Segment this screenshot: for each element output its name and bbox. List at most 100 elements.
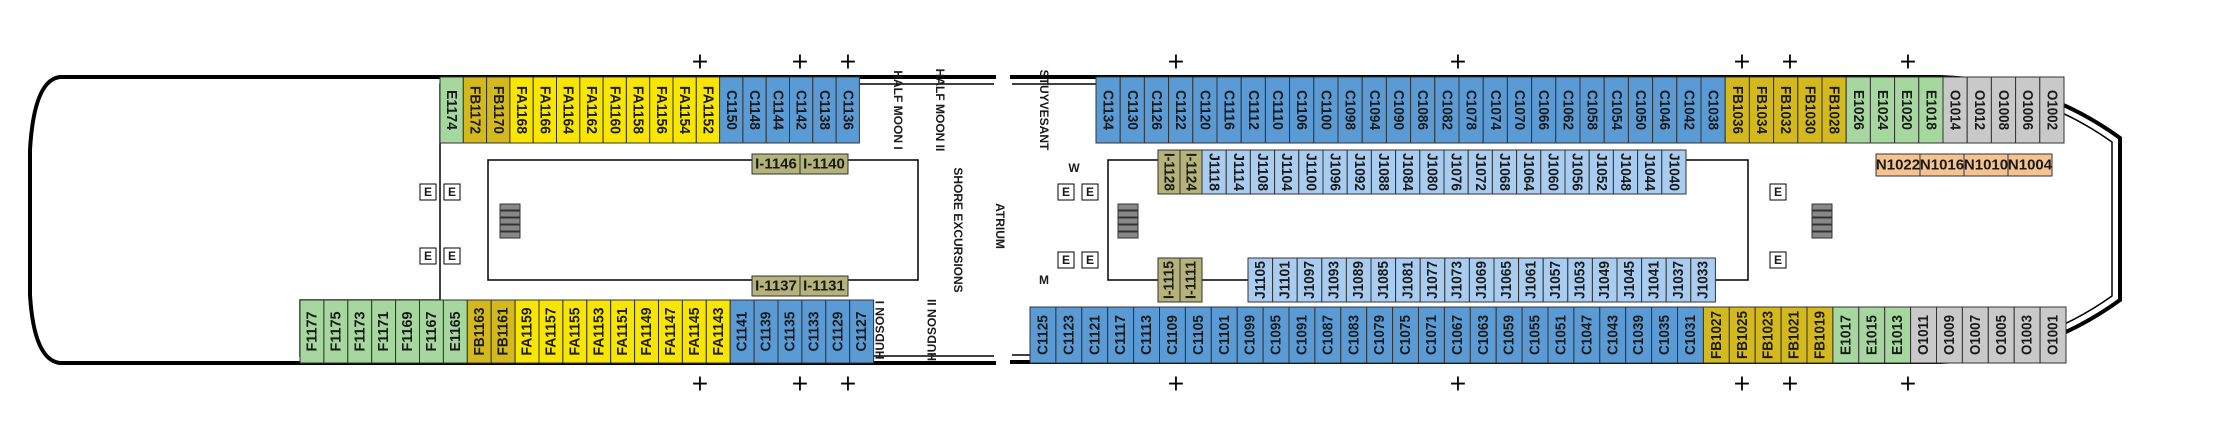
cabin-c1078[interactable]: C1078: [1458, 76, 1484, 144]
cabin-c1042[interactable]: C1042: [1676, 76, 1702, 144]
cabin-fb1019[interactable]: FB1019: [1806, 306, 1834, 364]
cabin-c1138[interactable]: C1138: [812, 76, 837, 144]
cabin-c1063[interactable]: C1063: [1469, 306, 1497, 364]
cabin-fb1023[interactable]: FB1023: [1754, 306, 1782, 364]
cabin-fa1158[interactable]: FA1158: [625, 76, 651, 144]
cabin-c1095[interactable]: C1095: [1262, 306, 1290, 364]
cabin-j1104[interactable]: J1104: [1274, 149, 1300, 195]
cabin-fb1170[interactable]: FB1170: [486, 76, 511, 144]
cabin-fb1028[interactable]: FB1028: [1821, 76, 1847, 144]
cabin-fb1036[interactable]: FB1036: [1724, 76, 1750, 144]
cabin-j1100[interactable]: J1100: [1298, 149, 1324, 195]
cabin-f1173[interactable]: F1173: [347, 299, 373, 364]
cabin-fb1025[interactable]: FB1025: [1728, 306, 1756, 364]
cabin-fa1143[interactable]: FA1143: [705, 299, 731, 364]
cabin-c1125[interactable]: C1125: [1029, 306, 1057, 364]
cabin-c1109[interactable]: C1109: [1159, 306, 1186, 364]
cabin-j1052[interactable]: J1052: [1588, 149, 1614, 195]
cabin-c1141[interactable]: C1141: [729, 299, 755, 364]
cabin-fa1166[interactable]: FA1166: [532, 76, 558, 144]
cabin-j1061[interactable]: J1061: [1518, 257, 1544, 303]
cabin-j1092[interactable]: J1092: [1346, 149, 1372, 195]
cabin-j1060[interactable]: J1060: [1540, 149, 1566, 195]
cabin-j1057[interactable]: J1057: [1542, 257, 1569, 303]
cabin-c1105[interactable]: C1105: [1184, 306, 1212, 364]
cabin-fb1161[interactable]: FB1161: [490, 299, 516, 364]
cabin-j1114[interactable]: J1114: [1225, 149, 1251, 195]
cabin-e1020[interactable]: E1020: [1894, 76, 1920, 144]
cabin-c1074[interactable]: C1074: [1482, 76, 1508, 144]
cabin-o1006[interactable]: O1006: [2015, 76, 2041, 144]
cabin-c1110[interactable]: C1110: [1264, 76, 1291, 144]
cabin-c1031[interactable]: C1031: [1677, 306, 1704, 364]
cabin-fb1030[interactable]: FB1030: [1797, 76, 1823, 144]
cabin-c1066[interactable]: C1066: [1531, 76, 1557, 144]
cabin-c1142[interactable]: C1142: [789, 76, 814, 144]
cabin-c1079[interactable]: C1079: [1366, 306, 1394, 364]
cabin-j1056[interactable]: J1056: [1564, 149, 1590, 195]
cabin-e1015[interactable]: E1015: [1858, 306, 1886, 364]
cabin-fa1164[interactable]: FA1164: [556, 76, 581, 144]
cabin-c1144[interactable]: C1144: [765, 76, 791, 144]
cabin-c1035[interactable]: C1035: [1651, 306, 1678, 364]
cabin-c1129[interactable]: C1129: [825, 299, 851, 364]
cabin-c1099[interactable]: C1099: [1236, 306, 1264, 364]
cabin-c1038[interactable]: C1038: [1700, 76, 1726, 144]
cabin-j1053[interactable]: J1053: [1567, 257, 1593, 303]
cabin-j1072[interactable]: J1072: [1467, 149, 1493, 195]
cabin-i-1111[interactable]: I-1111: [1179, 257, 1203, 303]
cabin-c1150[interactable]: C1150: [719, 76, 744, 144]
cabin-j1048[interactable]: J1048: [1612, 149, 1639, 195]
cabin-o1011[interactable]: O1011: [1910, 306, 1937, 364]
cabin-c1100[interactable]: C1100: [1313, 76, 1339, 144]
cabin-j1076[interactable]: J1076: [1443, 149, 1469, 195]
cabin-fa1147[interactable]: FA1147: [658, 299, 683, 364]
cabin-i-1128[interactable]: I-1128: [1157, 149, 1181, 195]
cabin-c1126[interactable]: C1126: [1143, 76, 1170, 144]
cabin-j1084[interactable]: J1084: [1395, 149, 1421, 195]
cabin-c1067[interactable]: C1067: [1443, 306, 1471, 364]
cabin-j1065[interactable]: J1065: [1493, 257, 1520, 303]
cabin-fa1160[interactable]: FA1160: [602, 76, 627, 144]
cabin-fa1151[interactable]: FA1151: [610, 299, 636, 364]
cabin-fa1159[interactable]: FA1159: [514, 299, 540, 364]
cabin-c1086[interactable]: C1086: [1410, 76, 1436, 144]
cabin-j1105[interactable]: J1105: [1247, 257, 1274, 303]
cabin-c1090[interactable]: C1090: [1385, 76, 1412, 144]
cabin-f1177[interactable]: F1177: [299, 299, 325, 364]
cabin-j1088[interactable]: J1088: [1370, 149, 1397, 195]
cabin-i-1137[interactable]: I-1137: [751, 275, 801, 297]
cabin-c1062[interactable]: C1062: [1555, 76, 1581, 144]
cabin-n1010[interactable]: N1010: [1963, 153, 2009, 177]
cabin-c1098[interactable]: C1098: [1337, 76, 1363, 144]
cabin-o1003[interactable]: O1003: [2013, 306, 2041, 364]
cabin-c1112[interactable]: C1112: [1240, 76, 1266, 144]
cabin-c1082[interactable]: C1082: [1434, 76, 1460, 144]
cabin-n1022[interactable]: N1022: [1875, 153, 1921, 177]
cabin-j1045[interactable]: J1045: [1616, 257, 1643, 303]
cabin-o1001[interactable]: O1001: [2039, 306, 2067, 364]
cabin-c1054[interactable]: C1054: [1603, 76, 1629, 144]
cabin-e1165[interactable]: E1165: [442, 299, 468, 364]
cabin-o1005[interactable]: O1005: [1987, 306, 2015, 364]
cabin-c1113[interactable]: C1113: [1133, 306, 1160, 364]
cabin-j1081[interactable]: J1081: [1395, 257, 1421, 303]
cabin-c1127[interactable]: C1127: [849, 299, 875, 364]
cabin-j1108[interactable]: J1108: [1249, 149, 1276, 195]
cabin-j1077[interactable]: J1077: [1419, 257, 1446, 303]
cabin-j1069[interactable]: J1069: [1468, 257, 1495, 303]
cabin-j1068[interactable]: J1068: [1491, 149, 1518, 195]
cabin-j1080[interactable]: J1080: [1419, 149, 1445, 195]
cabin-fb1032[interactable]: FB1032: [1773, 76, 1799, 144]
cabin-c1043[interactable]: C1043: [1599, 306, 1627, 364]
cabin-c1117[interactable]: C1117: [1107, 306, 1135, 364]
cabin-o1012[interactable]: O1012: [1966, 76, 1992, 144]
cabin-c1139[interactable]: C1139: [753, 299, 779, 364]
cabin-c1135[interactable]: C1135: [777, 299, 803, 364]
cabin-c1071[interactable]: C1071: [1418, 306, 1445, 364]
cabin-c1130[interactable]: C1130: [1119, 76, 1145, 144]
cabin-f1171[interactable]: F1171: [371, 299, 397, 364]
cabin-c1059[interactable]: C1059: [1495, 306, 1523, 364]
cabin-c1058[interactable]: C1058: [1579, 76, 1605, 144]
cabin-c1091[interactable]: C1091: [1288, 306, 1316, 364]
